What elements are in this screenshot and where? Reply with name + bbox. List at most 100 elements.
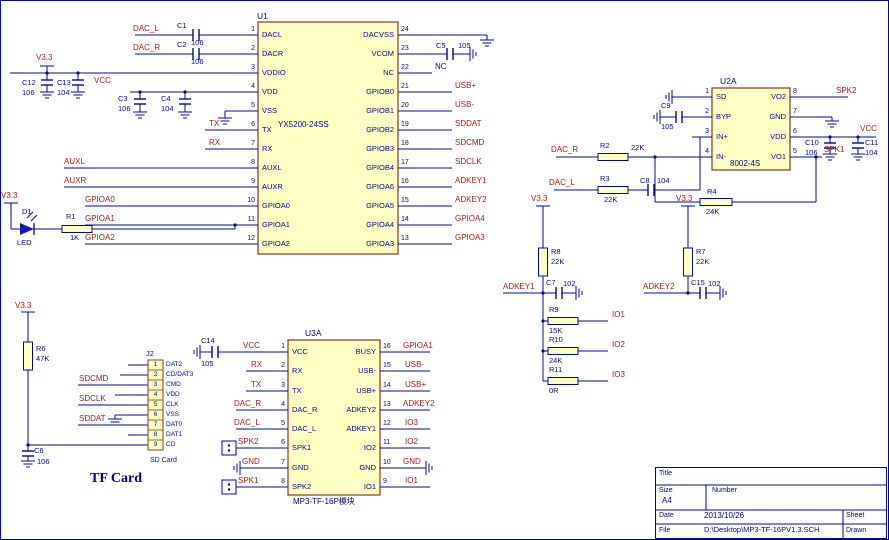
net-label: AUXR bbox=[64, 177, 86, 185]
pin-number: 16 bbox=[401, 178, 409, 185]
designator: C15 bbox=[691, 279, 705, 287]
net-label: DAC_R bbox=[234, 400, 261, 408]
pin-number: 7 bbox=[268, 459, 285, 466]
pin-number: 8 bbox=[793, 88, 797, 95]
net-label: DAC_L bbox=[549, 179, 575, 187]
value-label: 106 bbox=[118, 105, 131, 113]
net-label: ADKEY1 bbox=[503, 283, 535, 291]
j2-pin-name: VDD bbox=[166, 392, 180, 399]
pin-name: AUXL bbox=[262, 164, 282, 172]
pin-number: 5 bbox=[793, 148, 797, 155]
power-label: VCC bbox=[860, 125, 877, 133]
value-label: 47K bbox=[36, 355, 49, 363]
net-label: DAC_R bbox=[133, 44, 160, 52]
j2-pin-name: CMD bbox=[166, 382, 181, 389]
power-label: V3.3 bbox=[1, 192, 17, 200]
j2-pin-name: VSS bbox=[166, 412, 179, 419]
drawn-label: Drawn bbox=[846, 527, 866, 534]
net-label: USB+ bbox=[405, 381, 426, 389]
pin-number: 3 bbox=[692, 128, 709, 135]
pin-number: 10 bbox=[383, 459, 391, 466]
designator: R4 bbox=[707, 188, 717, 196]
net-label: ADKEY1 bbox=[455, 177, 487, 185]
pin-number: 12 bbox=[383, 420, 391, 427]
designator: C1 bbox=[177, 22, 187, 30]
pin-number: 7 bbox=[793, 108, 797, 115]
pin-number: 15 bbox=[401, 197, 409, 204]
designator: R7 bbox=[696, 248, 706, 256]
pin-name: TX bbox=[292, 387, 302, 395]
pin-name: IN+ bbox=[716, 133, 728, 141]
pin-number: 18 bbox=[401, 140, 409, 147]
power-label: GND bbox=[403, 458, 421, 466]
designator: C3 bbox=[118, 95, 128, 103]
pin-number: 9 bbox=[238, 178, 255, 185]
pin-name: IO2 bbox=[320, 444, 376, 452]
pin-number: 14 bbox=[401, 216, 409, 223]
pin-name: VCC bbox=[292, 348, 308, 356]
pin-name: GPIOA1 bbox=[262, 221, 290, 229]
chip-part: YX5200-24SS bbox=[278, 121, 329, 129]
net-label: ADKEY2 bbox=[643, 283, 675, 291]
pin-name: GPIOA0 bbox=[262, 202, 290, 210]
power-label: V3.3 bbox=[676, 195, 692, 203]
pin-name: GPIOB4 bbox=[338, 164, 394, 172]
net-label: GPIOA4 bbox=[455, 215, 485, 223]
pin-number: 3 bbox=[268, 382, 285, 389]
pin-name: GPIOB3 bbox=[338, 145, 394, 153]
power-label: VCC bbox=[94, 77, 111, 85]
net-label: IO2 bbox=[612, 341, 625, 349]
pin-number: 5 bbox=[238, 102, 255, 109]
designator: R2 bbox=[600, 142, 610, 150]
chip-ref: U1 bbox=[257, 12, 268, 21]
pin-number: 6 bbox=[238, 121, 255, 128]
j2-pin-number: 9 bbox=[148, 442, 163, 449]
nc-label: NC bbox=[435, 63, 447, 71]
chip-ref: U2A bbox=[720, 77, 737, 86]
pin-number: 10 bbox=[238, 197, 255, 204]
power-label: VCC bbox=[243, 342, 260, 350]
net-label: SDCMD bbox=[79, 375, 108, 383]
net-label: AUXL bbox=[64, 158, 85, 166]
pin-name: ADKEY1 bbox=[320, 425, 376, 433]
pin-number: 24 bbox=[401, 26, 409, 33]
module-caption: MP3-TF-16P模块 bbox=[293, 498, 355, 506]
pin-name: DACL bbox=[262, 31, 282, 39]
pin-number: 8 bbox=[268, 478, 285, 485]
pin-name: GND bbox=[730, 113, 786, 121]
designator: C11 bbox=[865, 139, 878, 147]
file-value: D:\Desktop\MP3-TF-16PV1.3.SCH bbox=[704, 526, 819, 534]
pin-name: GPIOA3 bbox=[338, 240, 394, 248]
pin-name: VSS bbox=[262, 107, 277, 115]
pin-number: 4 bbox=[238, 83, 255, 90]
pin-name: GPIOB0 bbox=[338, 88, 394, 96]
pin-name: AUXR bbox=[262, 183, 283, 191]
value-label: 104 bbox=[657, 177, 670, 185]
pin-name: TX bbox=[262, 126, 272, 134]
file-label: File bbox=[659, 527, 670, 534]
size-label: Size bbox=[659, 487, 673, 494]
j2-pin-name: CD bbox=[166, 442, 175, 449]
net-label: GPIOA3 bbox=[455, 234, 485, 242]
pin-name: SD bbox=[716, 93, 726, 101]
net-label: GPIOA0 bbox=[85, 196, 115, 204]
designator: C9 bbox=[661, 102, 671, 110]
net-label: GPIOA1 bbox=[403, 342, 433, 350]
tf-card-title: TF Card bbox=[90, 472, 142, 486]
designator: C14 bbox=[201, 337, 215, 345]
pin-number: 2 bbox=[268, 362, 285, 369]
net-label: IO3 bbox=[612, 371, 625, 379]
power-label: V3.3 bbox=[36, 54, 52, 62]
net-label: TX bbox=[251, 381, 261, 389]
designator: C10 bbox=[805, 139, 819, 147]
pin-name: IN- bbox=[716, 153, 726, 161]
pin-name: GND bbox=[320, 464, 376, 472]
pin-name: GPIOA2 bbox=[262, 240, 290, 248]
pin-name: VO2 bbox=[730, 93, 786, 101]
j2-pin-name: CD/DAT3 bbox=[166, 372, 193, 379]
pin-number: 1 bbox=[238, 26, 255, 33]
net-label: SPK2 bbox=[238, 438, 258, 446]
designator: R11 bbox=[549, 366, 562, 374]
designator: R1 bbox=[66, 213, 76, 221]
designator: C8 bbox=[640, 177, 650, 185]
